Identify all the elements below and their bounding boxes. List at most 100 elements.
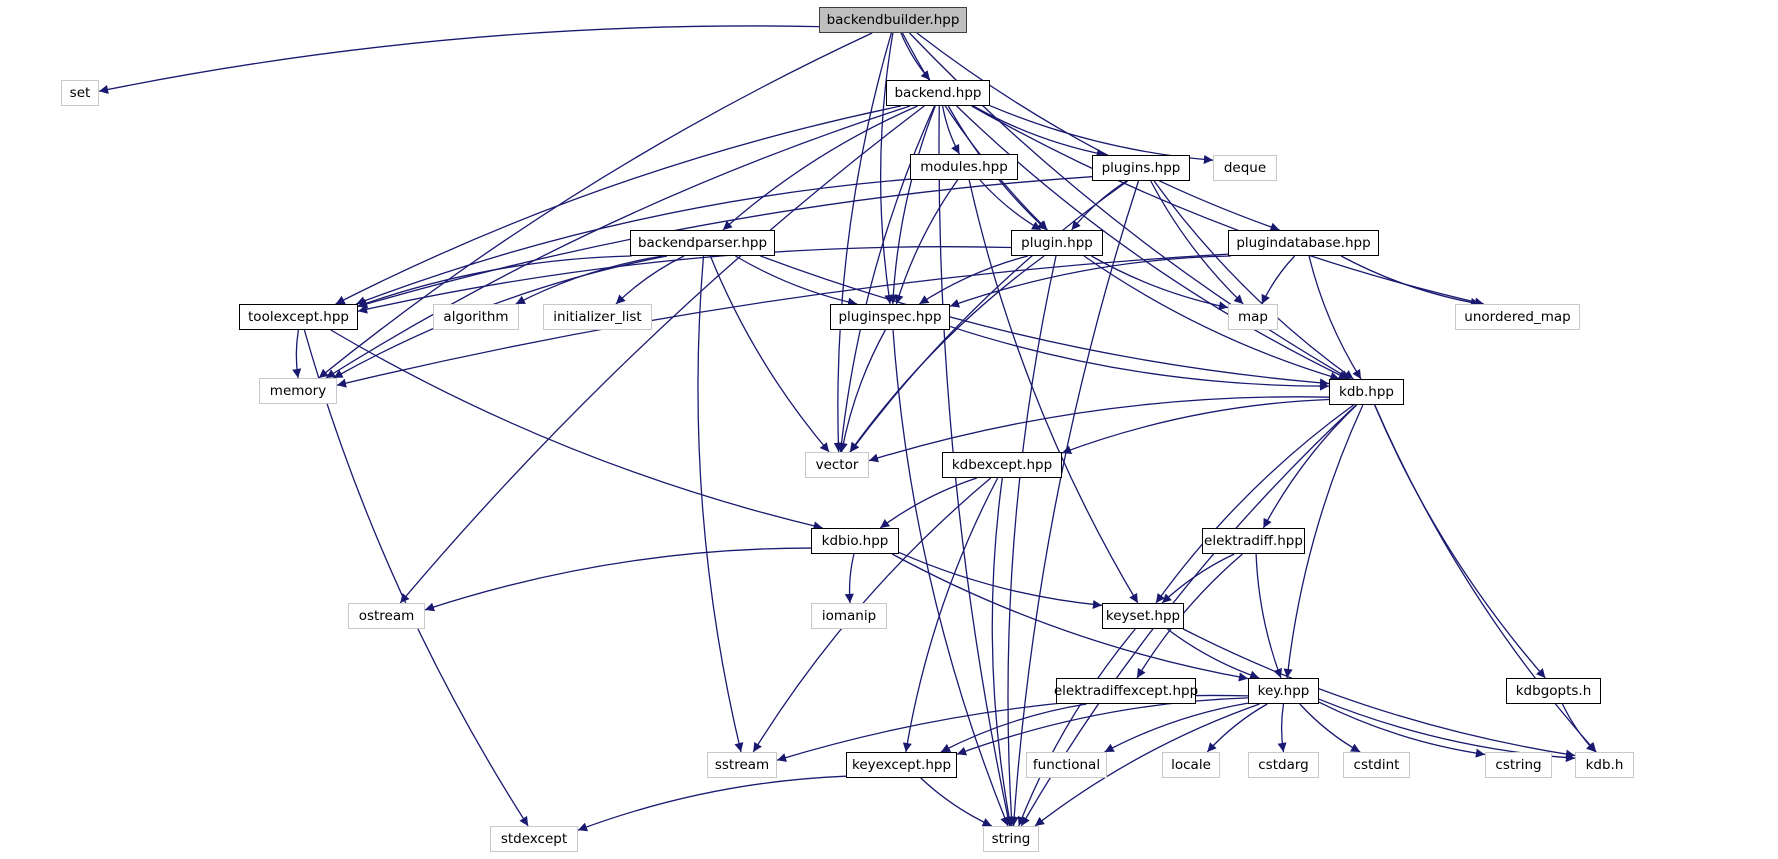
node-key-hpp[interactable]: key.hpp xyxy=(1248,678,1319,704)
node-ostream[interactable]: ostream xyxy=(348,603,425,629)
edge-kdbexcept-to-keyexcept xyxy=(902,477,999,753)
edge-kdb-to-elektradiff xyxy=(1262,404,1358,529)
edge-elektradiffexcept-to-keyexcept xyxy=(940,703,1087,753)
edge-plugin-to-map xyxy=(1091,255,1229,311)
edge-backend-to-backendparser xyxy=(722,105,918,231)
node-cstring[interactable]: cstring xyxy=(1485,752,1552,778)
edge-modules-to-pluginspec xyxy=(894,179,959,305)
edge-plugins-to-map xyxy=(1150,180,1244,305)
edge-backendparser-to-vector xyxy=(709,255,830,453)
node-kdbio-hpp[interactable]: kdbio.hpp xyxy=(811,528,899,554)
node-elektradiff-hpp[interactable]: elektradiff.hpp xyxy=(1202,528,1305,554)
edge-kdb-to-keyset xyxy=(1155,404,1354,604)
node-map[interactable]: map xyxy=(1228,304,1278,330)
edge-kdbgopts-to-kdbh xyxy=(1561,703,1597,753)
edge-plugin-to-kdb xyxy=(1083,255,1340,381)
edge-backendbuilder-to-plugindatabase xyxy=(916,32,1280,232)
node-plugindatabase-hpp[interactable]: plugindatabase.hpp xyxy=(1228,230,1379,256)
node-cstdint[interactable]: cstdint xyxy=(1343,752,1410,778)
edge-elektradiff-to-elektradiffexcept xyxy=(1136,553,1243,679)
edge-modules-to-plugin xyxy=(979,179,1042,231)
edge-backend-to-plugins xyxy=(972,105,1106,158)
edge-kdbio-to-ostream xyxy=(424,547,812,612)
node-memory[interactable]: memory xyxy=(259,378,337,404)
node-cstdarg[interactable]: cstdarg xyxy=(1248,752,1319,778)
node-functional[interactable]: functional xyxy=(1026,752,1107,778)
node-elektradiffexcept-hpp[interactable]: elektradiffexcept.hpp xyxy=(1054,678,1198,704)
node-modules-hpp[interactable]: modules.hpp xyxy=(910,154,1018,180)
edge-plugin-to-toolexcept xyxy=(357,246,1012,314)
edge-backend-to-ostream xyxy=(399,105,925,604)
edge-kdb-to-key xyxy=(1283,404,1364,679)
node-pluginspec-hpp[interactable]: pluginspec.hpp xyxy=(830,304,950,330)
node-toolexcept-hpp[interactable]: toolexcept.hpp xyxy=(239,304,358,330)
edge-plugins-to-vector xyxy=(849,180,1129,453)
node-keyexcept-hpp[interactable]: keyexcept.hpp xyxy=(846,752,957,778)
node-kdb-h[interactable]: kdb.h xyxy=(1575,752,1634,778)
node-backendbuilder-hpp[interactable]: backendbuilder.hpp xyxy=(819,7,967,33)
node-set[interactable]: set xyxy=(61,80,99,106)
edge-kdb-to-kdbexcept xyxy=(1061,398,1330,455)
edge-kdbio-to-key xyxy=(891,553,1249,682)
edge-keyset-to-key xyxy=(1166,628,1260,680)
node-stdexcept[interactable]: stdexcept xyxy=(490,826,578,852)
node-kdbexcept-hpp[interactable]: kdbexcept.hpp xyxy=(942,452,1062,478)
node-keyset-hpp[interactable]: keyset.hpp xyxy=(1102,603,1184,629)
node-backendparser-hpp[interactable]: backendparser.hpp xyxy=(630,230,775,256)
node-kdb-hpp[interactable]: kdb.hpp xyxy=(1329,379,1404,405)
node-locale[interactable]: locale xyxy=(1162,752,1220,778)
edge-key-to-string xyxy=(1034,703,1260,827)
edge-kdbio-to-keyset xyxy=(898,551,1103,609)
node-sstream[interactable]: sstream xyxy=(707,752,777,778)
edge-plugindatabase-to-map xyxy=(1261,255,1296,305)
node-vector[interactable]: vector xyxy=(805,452,869,478)
edge-backend-to-memory xyxy=(325,105,911,379)
edge-backendbuilder-to-pluginspec xyxy=(879,32,894,305)
edge-key-to-functional xyxy=(1104,702,1249,753)
edge-toolexcept-to-stdexcept xyxy=(303,329,529,827)
node-iomanip[interactable]: iomanip xyxy=(811,603,887,629)
edge-key-to-cstdarg xyxy=(1277,703,1287,753)
edge-keyexcept-to-string xyxy=(920,777,993,827)
node-unordered-map[interactable]: unordered_map xyxy=(1455,304,1580,330)
edge-plugindatabase-to-memory xyxy=(336,253,1229,388)
edge-toolexcept-to-kdbio xyxy=(330,329,823,531)
edge-backendbuilder-to-set xyxy=(98,25,820,94)
node-string[interactable]: string xyxy=(983,826,1039,852)
node-deque[interactable]: deque xyxy=(1213,155,1277,181)
edge-backend-to-unordered_map xyxy=(971,105,1485,307)
edge-key-to-cstring xyxy=(1318,701,1486,758)
edge-key-to-cstdint xyxy=(1299,703,1361,753)
edge-backend-to-kdb xyxy=(956,105,1349,380)
edge-plugindatabase-to-kdb xyxy=(1308,255,1362,380)
edge-elektradiff-to-keyset xyxy=(1161,553,1235,604)
node-kdbgopts-h[interactable]: kdbgopts.h xyxy=(1506,678,1601,704)
edge-pluginspec-to-vector xyxy=(838,329,886,453)
node-plugins-hpp[interactable]: plugins.hpp xyxy=(1092,155,1190,181)
edge-plugins-to-string xyxy=(1009,180,1140,827)
edge-backendbuilder-to-vector xyxy=(833,32,892,453)
node-plugin-hpp[interactable]: plugin.hpp xyxy=(1011,230,1103,256)
edge-kdbexcept-to-kdbio xyxy=(879,477,978,529)
edge-backendparser-to-pluginspec xyxy=(735,255,858,307)
edge-backendparser-to-toolexcept xyxy=(357,255,632,308)
edge-backendparser-to-sstream xyxy=(697,255,744,753)
edge-pluginspec-to-kdb xyxy=(949,325,1330,391)
edge-plugindatabase-to-unordered_map xyxy=(1340,255,1481,307)
node-backend-hpp[interactable]: backend.hpp xyxy=(886,80,990,106)
node-initializer-list[interactable]: initializer_list xyxy=(543,304,652,330)
edge-backend-to-toolexcept xyxy=(335,105,902,305)
edge-backend-to-vector xyxy=(836,105,936,453)
node-algorithm[interactable]: algorithm xyxy=(433,304,519,330)
edge-modules-to-keyset xyxy=(968,179,1139,604)
edge-plugin-to-vector xyxy=(849,255,1045,453)
edge-modules-to-toolexcept xyxy=(355,178,911,306)
edge-keyset-to-kdbh xyxy=(1182,628,1576,759)
edge-backend-to-modules xyxy=(941,105,961,155)
edge-key-to-sstream xyxy=(776,694,1249,762)
edge-kdbio-to-iomanip xyxy=(844,553,855,604)
edge-kdbexcept-to-string xyxy=(991,477,1014,827)
edge-pluginspec-to-string xyxy=(892,329,1009,827)
